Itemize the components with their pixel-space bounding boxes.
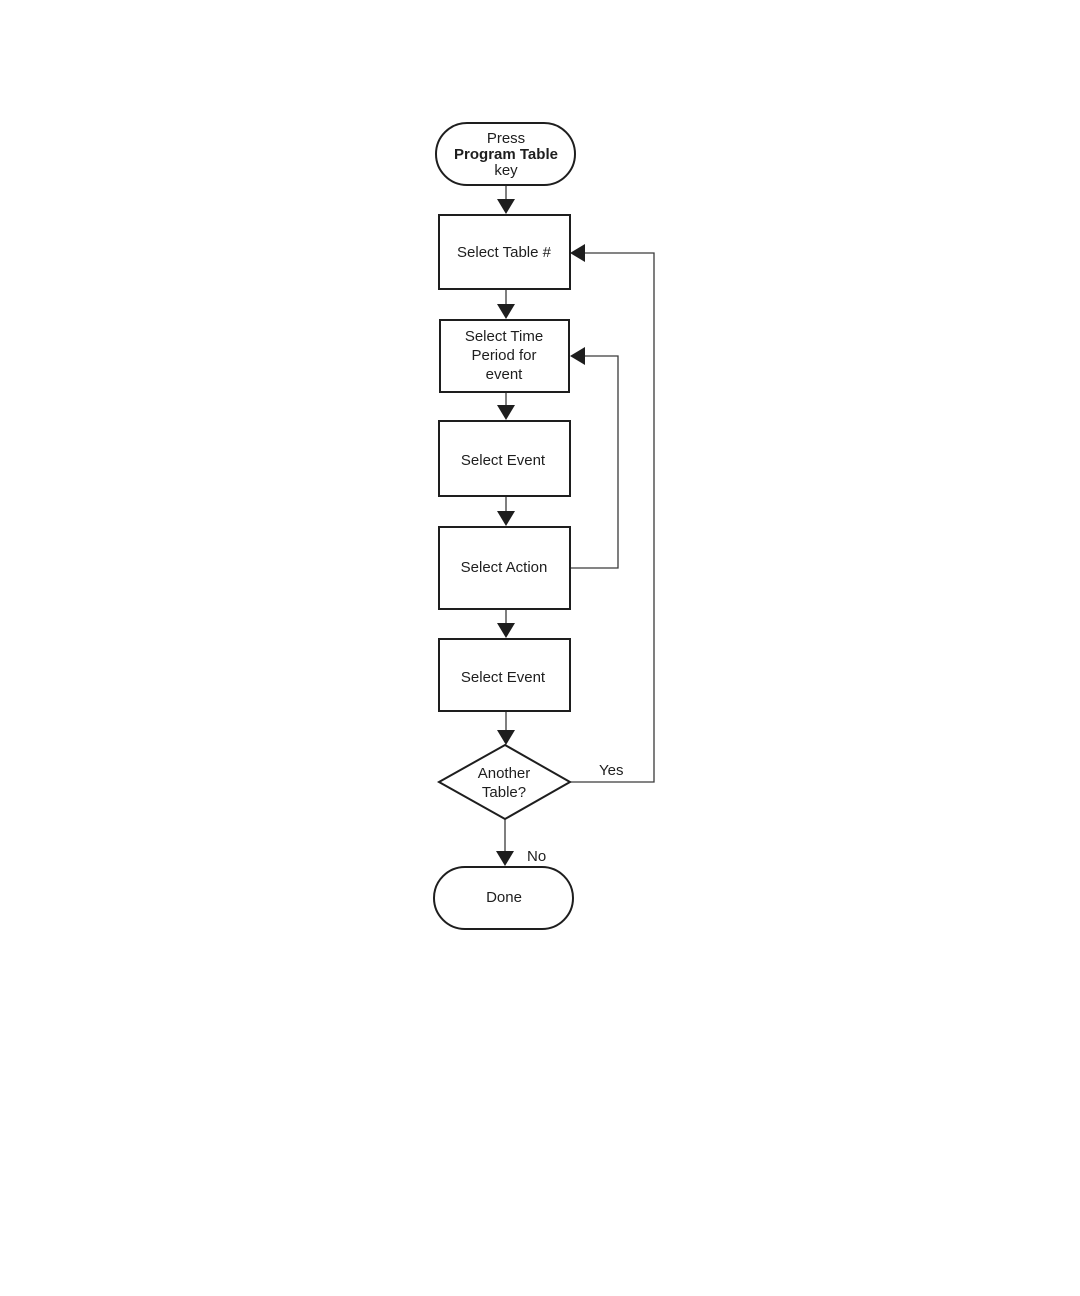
select-action-box: Select Action xyxy=(439,527,570,609)
select-time-period-box: Select Time Period for event xyxy=(440,320,569,392)
select-table-box: Select Table # xyxy=(439,215,570,289)
arrowhead-icon xyxy=(570,347,585,365)
done-label: Done xyxy=(486,889,522,906)
select-time-period-line-2: Period for xyxy=(471,347,536,364)
start-line-1: Press xyxy=(487,130,525,147)
another-table-decision-shape xyxy=(439,745,570,819)
done-terminator: Done xyxy=(434,867,573,929)
select-action-label: Select Action xyxy=(461,559,548,576)
select-event-label-1: Select Event xyxy=(461,452,546,469)
arrowhead-icon xyxy=(497,511,515,526)
select-event-box-1: Select Event xyxy=(439,421,570,496)
select-event-box-2: Select Event xyxy=(439,639,570,711)
yes-label: Yes xyxy=(599,762,623,779)
arrowhead-icon xyxy=(497,304,515,319)
another-table-decision: Another Table? xyxy=(439,745,570,819)
select-table-label: Select Table # xyxy=(457,244,552,261)
arrowhead-icon xyxy=(496,851,514,866)
select-time-period-line-3: event xyxy=(486,366,524,383)
decision-line-2: Table? xyxy=(482,784,526,801)
decision-line-1: Another xyxy=(478,765,531,782)
no-label: No xyxy=(527,848,546,865)
edge-decision-yes-to-select-table xyxy=(570,253,654,782)
arrowhead-icon xyxy=(497,199,515,214)
start-line-3: key xyxy=(494,162,518,179)
select-event-label-2: Select Event xyxy=(461,669,546,686)
arrowhead-icon xyxy=(497,730,515,745)
start-line-2: Program Table xyxy=(454,146,558,163)
arrowhead-icon xyxy=(497,623,515,638)
edge-select-action-loop-to-time-period xyxy=(570,356,618,568)
arrowhead-icon xyxy=(570,244,585,262)
arrowhead-icon xyxy=(497,405,515,420)
select-time-period-line-1: Select Time xyxy=(465,328,543,345)
start-terminator: Press Program Table key xyxy=(436,123,575,185)
